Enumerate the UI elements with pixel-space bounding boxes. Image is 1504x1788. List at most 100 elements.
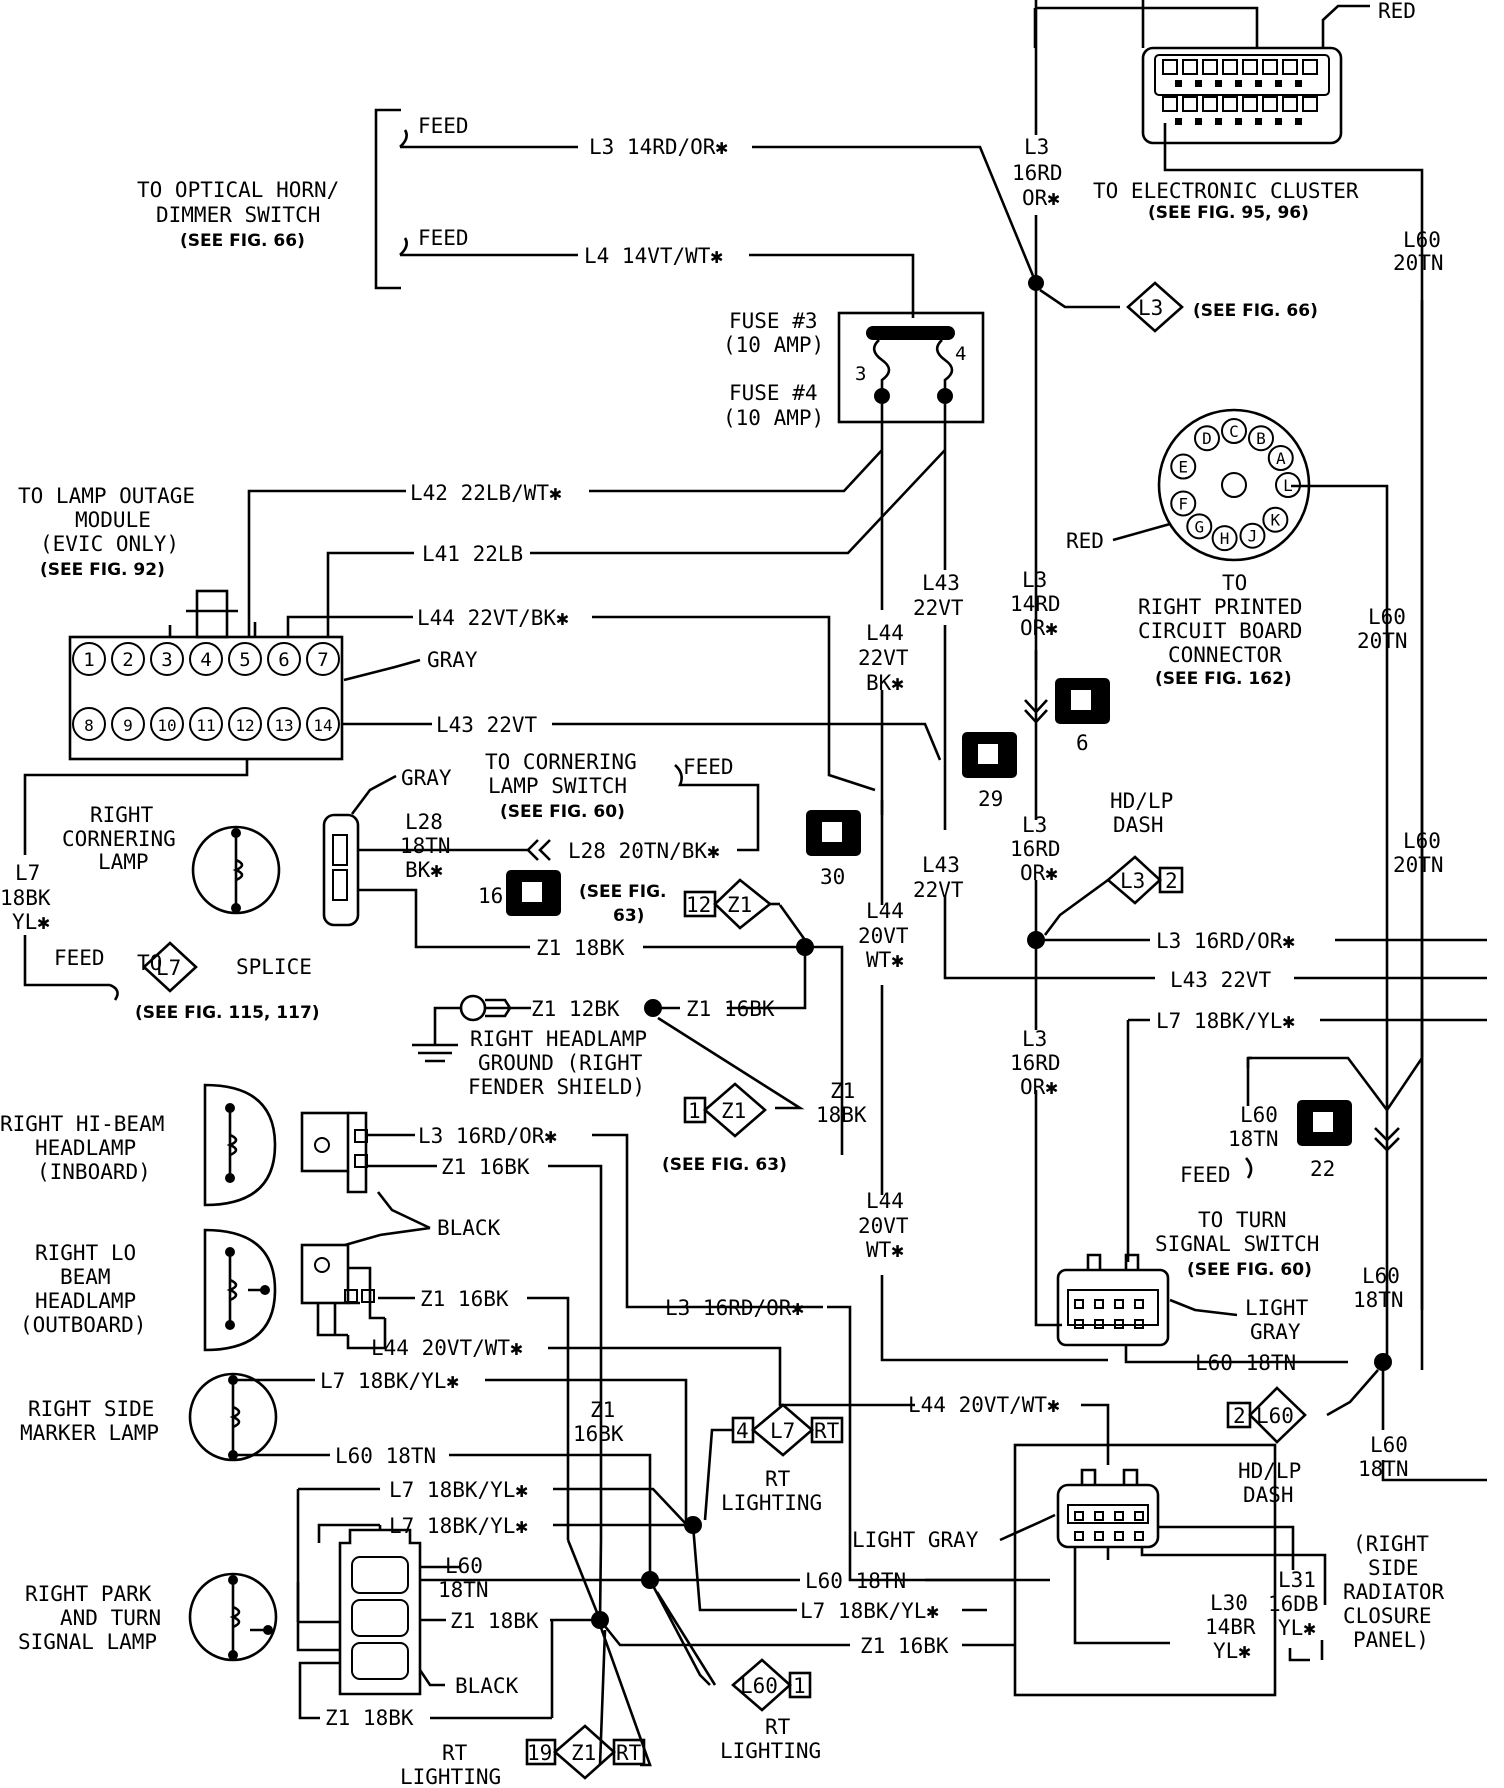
orb-label: OR✱ bbox=[1020, 616, 1058, 640]
ign-pin-A bbox=[1267, 445, 1294, 471]
lobeam-label-3: HEADLAMP bbox=[35, 1289, 136, 1313]
18tn-e-label: 18TN bbox=[1353, 1288, 1404, 1312]
feed-label-1: FEED bbox=[418, 114, 469, 138]
outage-pin-label-7: 7 bbox=[317, 649, 328, 671]
ign-pin-label-A: A bbox=[1276, 449, 1286, 468]
ign-pin-G bbox=[1186, 513, 1213, 540]
diamond-l7-b: L7 bbox=[770, 1419, 795, 1443]
rt-lighting-label-2: LIGHTING bbox=[721, 1491, 822, 1515]
l60g-label: L60 bbox=[445, 1554, 483, 1578]
lamp-outage-label-2: MODULE bbox=[75, 508, 151, 532]
wire-l44-22: L44 22VT/BK✱ bbox=[417, 606, 569, 630]
fuse-block: 3 4 FUSE #3 (10 AMP) FUSE #4 (10 AMP) bbox=[723, 309, 985, 450]
radiator-label-4: CLOSURE bbox=[1343, 1604, 1432, 1628]
fuse3-amp-label: (10 AMP) bbox=[723, 333, 824, 357]
diamond-num-2: 2 bbox=[1165, 869, 1178, 893]
cluster-pin-bottom bbox=[1202, 96, 1218, 112]
outage-pin-label-4: 4 bbox=[200, 649, 211, 671]
connector-pin bbox=[1114, 1299, 1124, 1309]
outage-pin-4 bbox=[189, 642, 223, 676]
splice-label: SPLICE bbox=[236, 955, 312, 979]
lamp-outage-label-3: (EVIC ONLY) bbox=[40, 532, 179, 556]
park-label-2: AND TURN bbox=[60, 1606, 161, 1630]
connector-pin bbox=[1074, 1531, 1084, 1541]
connector-pin bbox=[1094, 1511, 1104, 1521]
feed-label-5: FEED bbox=[1180, 1163, 1231, 1187]
diamond-num-4: 4 bbox=[736, 1419, 749, 1443]
ign-pin-F bbox=[1170, 490, 1197, 517]
hd-lp-label-2: DASH bbox=[1113, 813, 1164, 837]
cluster-pin-dot bbox=[1235, 80, 1242, 87]
diamond-num-1b: 1 bbox=[793, 1674, 806, 1698]
ign-pin-label-C: C bbox=[1229, 422, 1239, 441]
hd-lp-dash-l3: HD/LP DASH L3 16RD OR✱ L3 16RD/OR✱ L43 2… bbox=[1010, 789, 1487, 1327]
cluster-pin-bottom bbox=[1302, 96, 1318, 112]
light-gray-label-2: GRAY bbox=[1250, 1320, 1301, 1344]
cluster-pin-dot bbox=[1295, 118, 1302, 125]
16rd-b-label: 16RD bbox=[1010, 837, 1061, 861]
outage-pin-label-12: 12 bbox=[235, 716, 254, 735]
outage-pin-13 bbox=[267, 707, 301, 741]
outage-pin-11 bbox=[189, 707, 223, 741]
20tn-c-label: 20TN bbox=[1357, 629, 1408, 653]
black-label-2: BLACK bbox=[455, 1674, 519, 1698]
connector-pin bbox=[1134, 1531, 1144, 1541]
gray-label-2: GRAY bbox=[401, 766, 452, 790]
wire-l4-14vt: L4 14VT/WT✱ bbox=[584, 244, 723, 268]
wire-z1-16bk-park: Z1 16BK bbox=[860, 1634, 949, 1658]
diamond-l60-b: L60 bbox=[740, 1674, 778, 1698]
wire-l28-20tn: L28 20TN/BK✱ bbox=[568, 839, 720, 863]
14br-label: 14BR bbox=[1205, 1615, 1256, 1639]
connector-16: 16 bbox=[478, 884, 503, 908]
ign-pin-label-D: D bbox=[1202, 429, 1212, 448]
rt-lighting-center: RT LIGHTING bbox=[703, 1428, 822, 1521]
wire-z1-16bk-lobeam: Z1 16BK bbox=[420, 1287, 509, 1311]
cluster-pin-dot bbox=[1215, 118, 1222, 125]
cluster-pin-dot bbox=[1235, 118, 1242, 125]
l28-label: L28 bbox=[405, 810, 443, 834]
l3-14rd-wire: L3 14RD OR✱ bbox=[1010, 568, 1061, 935]
16rd-label-top: 16RD bbox=[1012, 161, 1063, 185]
cluster-pin-top bbox=[1182, 59, 1198, 75]
ign-pin-B bbox=[1248, 425, 1274, 452]
wire-z1-12bk: Z1 12BK bbox=[531, 997, 620, 1021]
rt-lighting-label-4: LIGHTING bbox=[400, 1765, 501, 1788]
connector-pin bbox=[1114, 1531, 1124, 1541]
z1-label-mid: Z1 bbox=[830, 1079, 855, 1103]
fuse-down-wires: L44 22VT BK✱ L43 22VT bbox=[858, 450, 964, 815]
rpcb-label-4: (SEE FIG. 162) bbox=[1155, 669, 1292, 689]
outage-pin-label-8: 8 bbox=[84, 716, 94, 735]
ign-pin-label-E: E bbox=[1178, 458, 1188, 477]
connector-29: 29 bbox=[978, 787, 1003, 811]
marker-label-2: MARKER LAMP bbox=[20, 1421, 159, 1445]
cornering-sw-label-3: (SEE FIG. 60) bbox=[500, 802, 625, 822]
18bk-label-mid: 18BK bbox=[816, 1103, 867, 1127]
l7-label-left: L7 bbox=[15, 861, 40, 885]
turn-signal-connector bbox=[1056, 1020, 1348, 1364]
wire-l41: L41 22LB bbox=[422, 542, 523, 566]
outage-pin-3 bbox=[150, 642, 184, 676]
wire-l43-22vt-right: L43 22VT bbox=[1170, 968, 1272, 992]
cluster-pin-dot bbox=[1195, 118, 1202, 125]
cluster-pin-bottom bbox=[1282, 96, 1298, 112]
park-label-3: SIGNAL LAMP bbox=[18, 1630, 157, 1654]
connector-pin bbox=[1094, 1531, 1104, 1541]
l60e-label: L60 bbox=[1362, 1264, 1400, 1288]
16db-label: 16DB bbox=[1268, 1592, 1319, 1616]
l44b-label: L44 bbox=[866, 899, 904, 923]
rt-lighting-label-6: LIGHTING bbox=[720, 1739, 821, 1763]
splice-node-l3 bbox=[1028, 275, 1044, 291]
ign-pin-C bbox=[1221, 418, 1247, 444]
cluster-pin-dot bbox=[1215, 80, 1222, 87]
see-115-label: (SEE FIG. 115, 117) bbox=[135, 1003, 320, 1023]
ground-label-2: GROUND (RIGHT bbox=[478, 1051, 643, 1075]
l43-label-mid: L43 bbox=[922, 571, 960, 595]
ign-pin-label-K: K bbox=[1271, 511, 1281, 530]
ign-pin-E bbox=[1170, 453, 1197, 480]
cluster-pin-bottom bbox=[1242, 96, 1258, 112]
cluster-pin-dot bbox=[1195, 80, 1202, 87]
fuse-pin-3: 3 bbox=[855, 363, 866, 385]
cluster-pin-bottom bbox=[1222, 96, 1238, 112]
wire-l42: L42 22LB/WT✱ bbox=[410, 481, 562, 505]
